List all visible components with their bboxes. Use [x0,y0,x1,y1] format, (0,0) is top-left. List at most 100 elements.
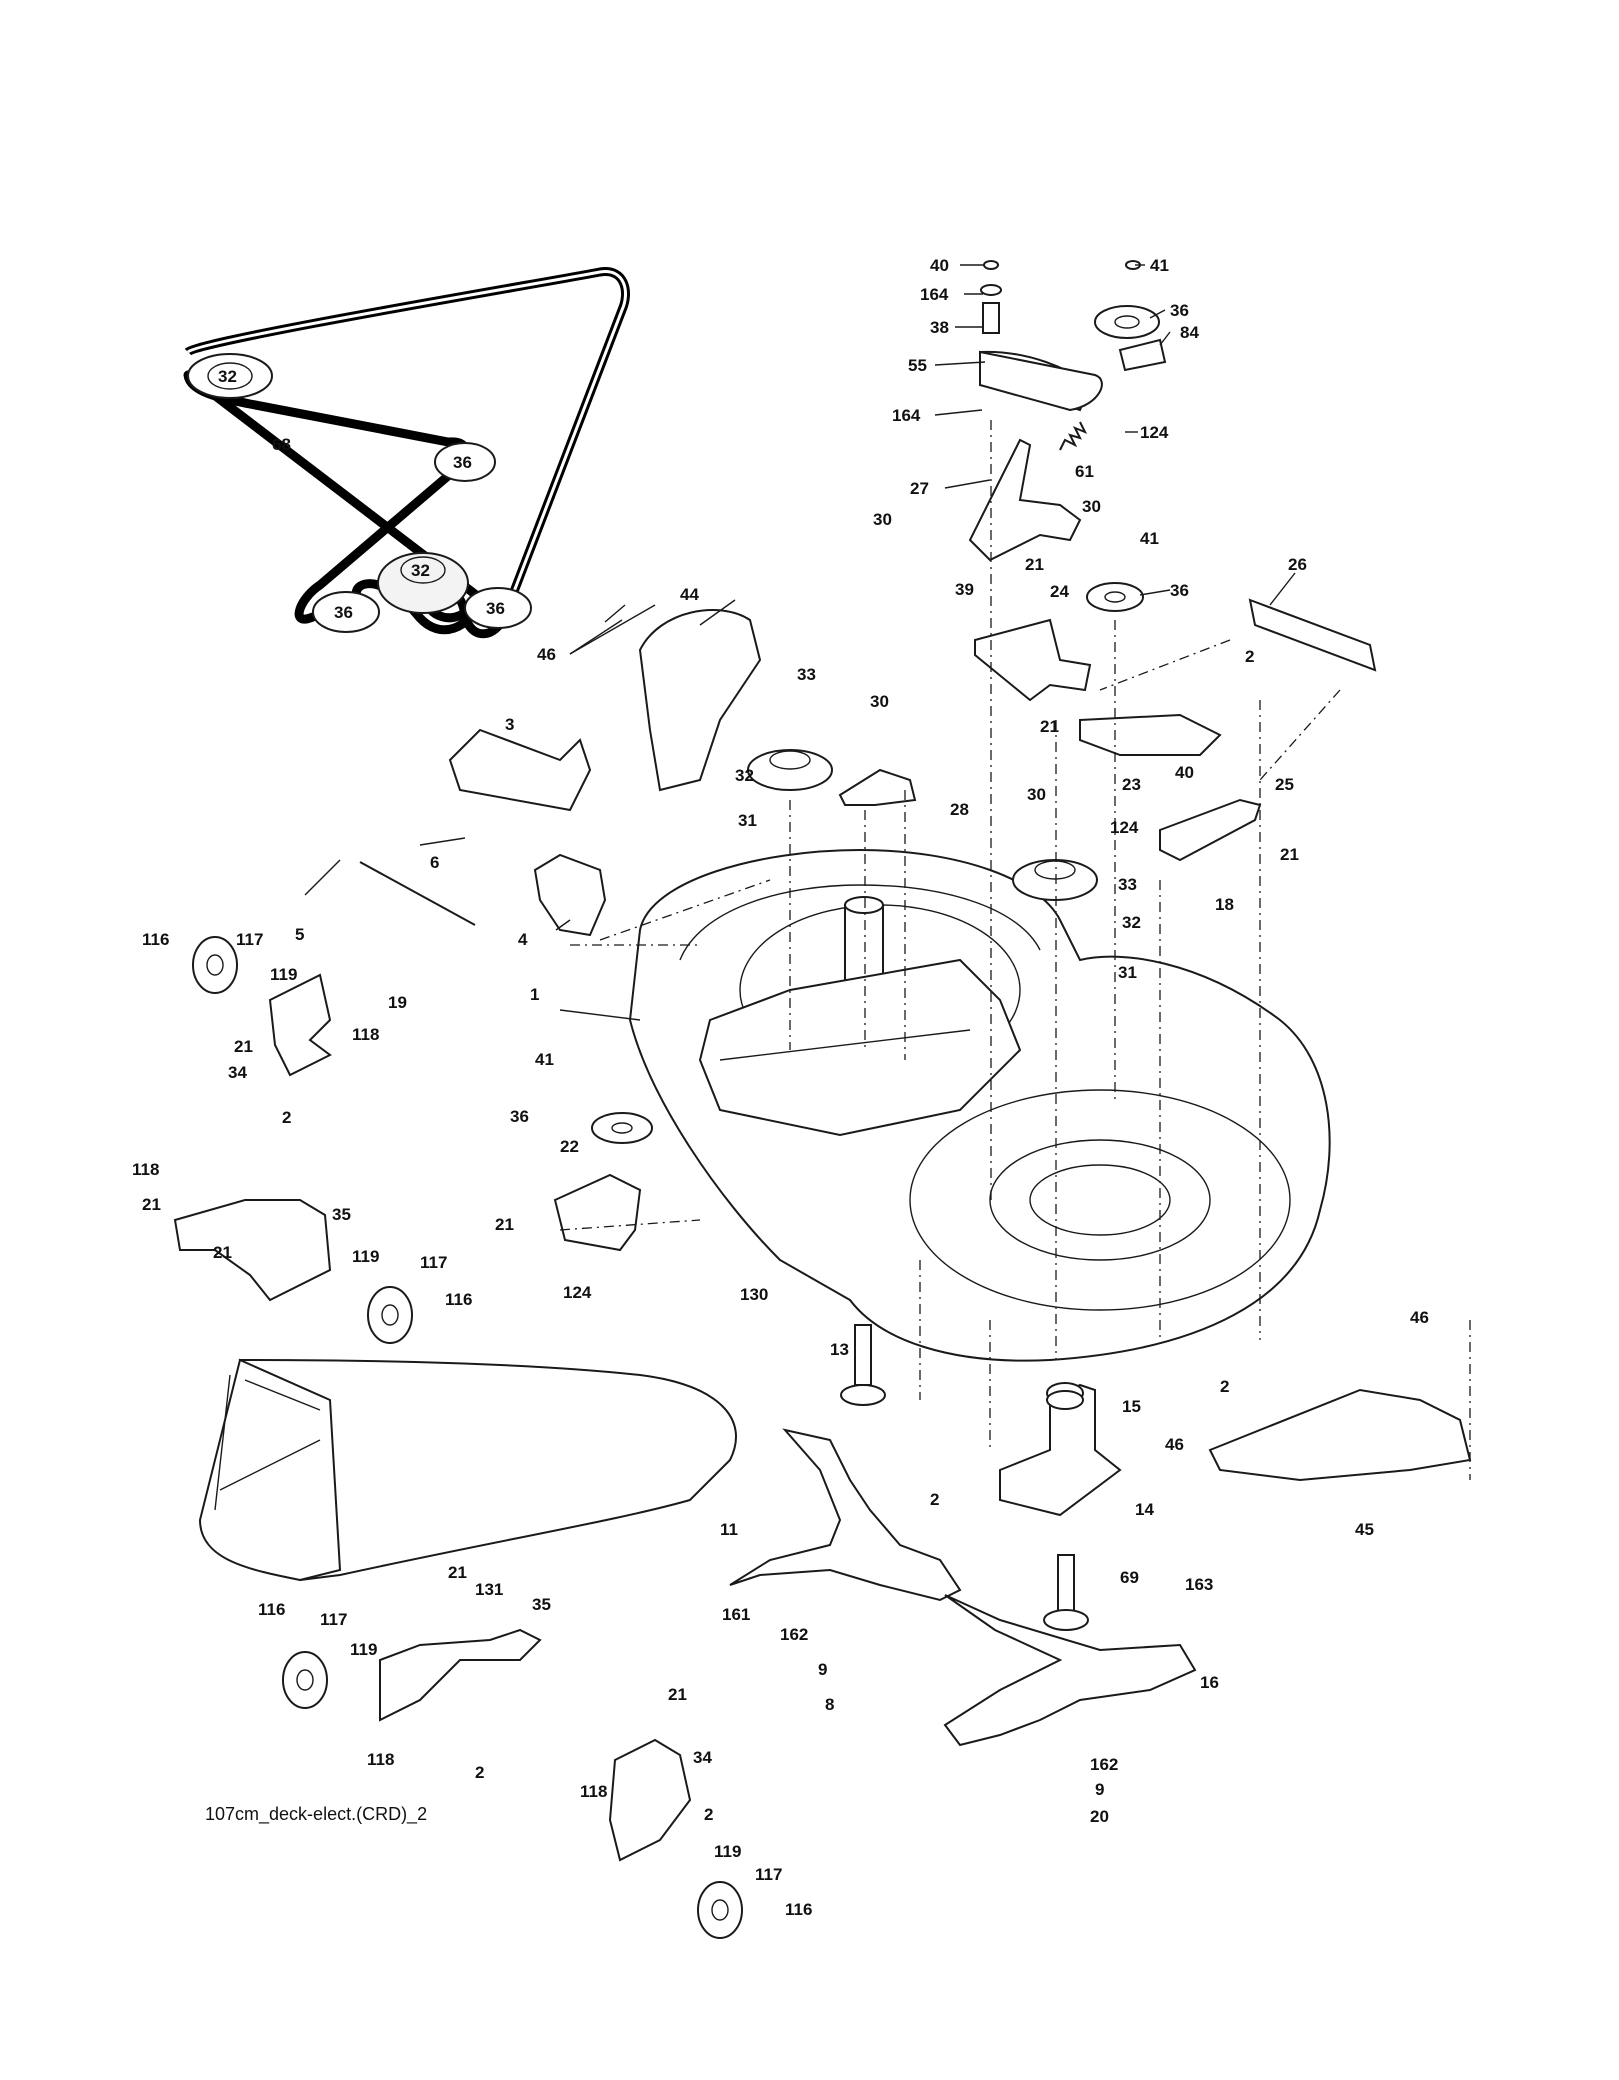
callout-131: 131 [475,1580,503,1599]
callout-26: 26 [1288,555,1307,574]
callout-119: 119 [352,1247,379,1266]
callout-2: 2 [1245,647,1254,666]
callout-33: 33 [797,665,816,684]
belt-pulley-label: 32 [218,367,237,386]
callout-leaders [304,264,1296,1021]
callout-41: 41 [1140,529,1159,548]
callout-13: 13 [830,1340,849,1359]
callout-119: 119 [350,1640,377,1659]
callout-3: 3 [505,715,514,734]
callout-164: 164 [892,406,921,425]
callout-21: 21 [1040,717,1059,736]
callout-34: 34 [693,1748,712,1767]
callout-2: 2 [930,1490,939,1509]
callout-6: 6 [430,853,439,872]
callout-9: 9 [1095,1780,1104,1799]
mower-deck-housing [628,848,1331,1362]
callout-41: 41 [1150,256,1169,275]
belt-pulley-label: 36 [453,453,472,472]
callout-61: 61 [1075,462,1094,481]
assembly-centerlines [559,420,1471,1480]
belt-pulley-36-mid [434,442,496,482]
callout-16: 16 [1200,1673,1219,1692]
discharge-chute [198,1358,737,1582]
callout-35: 35 [332,1205,351,1224]
belt-pulley-36-left [312,591,380,633]
callout-118: 118 [352,1025,379,1044]
callout-33: 33 [1118,875,1137,894]
callout-55: 55 [908,356,927,375]
callout-124: 124 [1140,423,1169,442]
callout-27: 27 [910,479,929,498]
callout-9: 9 [818,1660,827,1679]
callout-46: 46 [537,645,556,664]
belt-pulley-32-top [187,353,273,399]
callout-68: 68 [272,435,291,454]
callout-21: 21 [448,1563,467,1582]
callout-2: 2 [1220,1377,1229,1396]
belt-pulley-label: 36 [334,603,353,622]
callout-164: 164 [920,285,949,304]
callout-163: 163 [1185,1575,1213,1594]
callout-31: 31 [1118,963,1137,982]
callout-38: 38 [930,318,949,337]
parts-group [173,260,1472,1939]
callout-117: 117 [755,1865,782,1884]
callout-30: 30 [1082,497,1101,516]
callout-22: 22 [560,1137,579,1156]
callout-30: 30 [870,692,889,711]
callout-21: 21 [142,1195,161,1214]
callout-14: 14 [1135,1500,1154,1519]
callout-162: 162 [780,1625,808,1644]
callout-45: 45 [1355,1520,1374,1539]
callout-23: 23 [1122,775,1141,794]
callout-44: 44 [680,585,699,604]
callout-118: 118 [132,1160,159,1179]
callout-25: 25 [1275,775,1294,794]
callout-21: 21 [495,1215,514,1234]
belt-pulley-label: 32 [411,561,430,580]
callout-119: 119 [714,1842,741,1861]
callout-124: 124 [1110,818,1139,837]
belt-pulley-36-right [464,587,532,629]
callout-15: 15 [1122,1397,1141,1416]
callout-36: 36 [1170,301,1189,320]
callout-117: 117 [320,1610,347,1629]
callout-1: 1 [530,985,539,1004]
callout-32: 32 [1122,913,1141,932]
callout-116: 116 [258,1600,285,1619]
callout-116: 116 [142,930,169,949]
callout-130: 130 [740,1285,768,1304]
callout-124: 124 [563,1283,592,1302]
callout-116: 116 [445,1290,472,1309]
callout-21: 21 [213,1243,232,1262]
belt-routing-group: 32 36 32 36 36 [183,267,630,639]
callout-28: 28 [950,800,969,819]
callout-30: 30 [1027,785,1046,804]
callout-69: 69 [1120,1568,1139,1587]
callout-40: 40 [930,256,949,275]
callout-labels: 40 164 38 55 164 41 36 84 124 61 30 27 3… [132,256,1429,1919]
callout-40: 40 [1175,763,1194,782]
callout-34: 34 [228,1063,247,1082]
callout-2: 2 [475,1763,484,1782]
callout-117: 117 [420,1253,447,1272]
callout-118: 118 [580,1782,607,1801]
callout-21: 21 [1280,845,1299,864]
callout-8: 8 [825,1695,834,1714]
callout-20: 20 [1090,1807,1109,1826]
callout-31: 31 [738,811,757,830]
callout-24: 24 [1050,582,1069,601]
callout-35: 35 [532,1595,551,1614]
callout-5: 5 [295,925,304,944]
callout-21: 21 [668,1685,687,1704]
callout-117: 117 [236,930,263,949]
callout-18: 18 [1215,895,1234,914]
callout-161: 161 [722,1605,750,1624]
callout-4: 4 [518,930,528,949]
callout-39: 39 [955,580,974,599]
callout-36: 36 [1170,581,1189,600]
callout-46: 46 [1165,1435,1184,1454]
callout-2: 2 [282,1108,291,1127]
